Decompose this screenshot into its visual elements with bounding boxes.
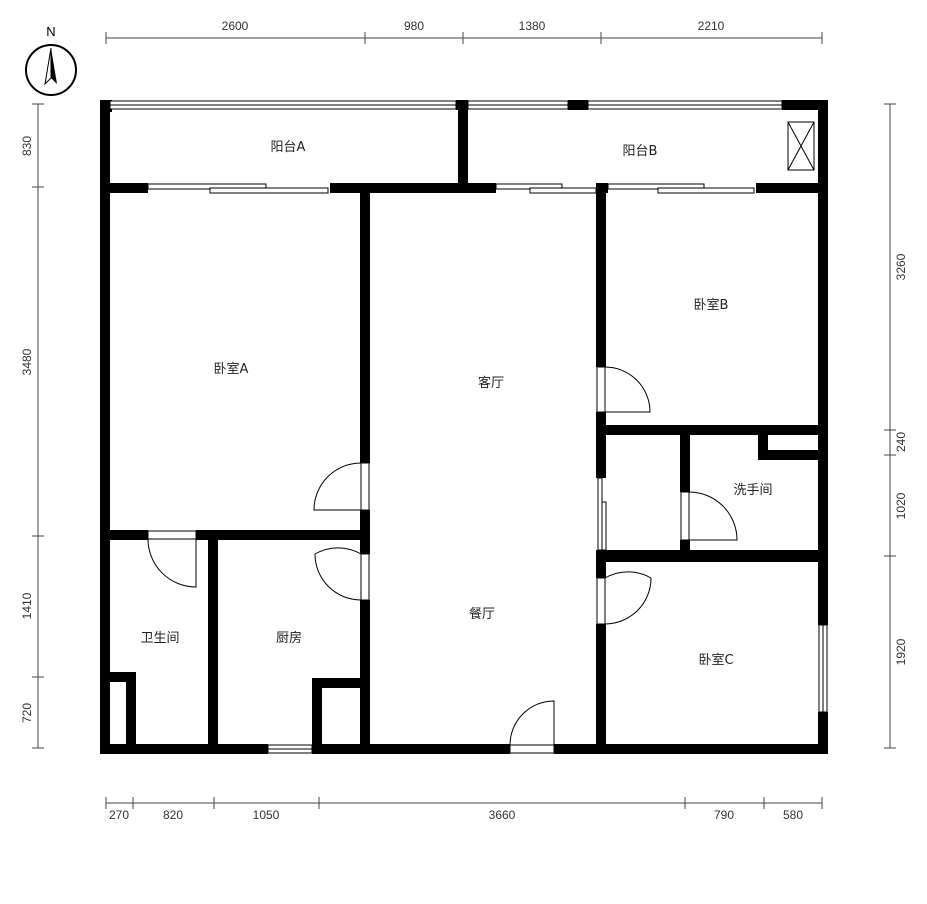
dim-top-3: 1380 xyxy=(519,19,546,33)
wall-bedroom-a-bottom-1 xyxy=(100,530,148,540)
door-kitchen-icon xyxy=(314,547,370,601)
wall-bath-kitchen xyxy=(208,530,218,754)
wall-top-mid2 xyxy=(568,100,588,110)
dim-bottom-4: 3660 xyxy=(489,808,516,822)
room-dining-room: 餐厅 xyxy=(469,606,495,622)
door-washroom-icon xyxy=(680,491,738,541)
wall-bath-shaft-top xyxy=(100,672,136,682)
room-labels: 阳台A 阳台B 卧室A 客厅 卧室B 洗手间 卫生间 厨房 餐厅 卧室C xyxy=(140,140,772,668)
sliding-door-c-1 xyxy=(607,183,705,190)
wall-bedroom-b-left-2 xyxy=(596,412,606,478)
doors xyxy=(147,366,738,754)
windows xyxy=(109,100,828,754)
wall-living-left-1 xyxy=(360,183,370,463)
room-kitchen: 厨房 xyxy=(276,630,302,646)
room-living-room: 客厅 xyxy=(478,375,504,391)
room-balcony-b: 阳台B xyxy=(623,144,658,159)
wall-bedroom-c-left-2 xyxy=(596,624,606,754)
sliding-door-a-2 xyxy=(209,187,329,194)
dimension-right: 3260 240 1020 1920 xyxy=(884,103,908,749)
dim-left-3: 1410 xyxy=(20,592,34,619)
wall-top-right xyxy=(782,100,828,110)
north-arrow-outline xyxy=(44,47,52,86)
dim-top-1: 2600 xyxy=(222,19,249,33)
wall-bottom-3 xyxy=(554,744,828,754)
wall-right-upper xyxy=(818,100,828,625)
door-bedroom-a-icon xyxy=(313,462,370,511)
sliding-door-corridor-1 xyxy=(597,477,603,551)
room-balcony-a: 阳台A xyxy=(271,140,306,155)
wall-bath-shaft-side xyxy=(126,672,136,754)
dim-top-4: 2210 xyxy=(698,19,725,33)
wall-washroom-bottom xyxy=(596,550,828,562)
wall-shaft-left xyxy=(758,425,768,459)
dim-bottom-1: 270 xyxy=(109,808,129,822)
wall-bedroom-c-left-1 xyxy=(596,552,606,578)
door-bedroom-c-icon xyxy=(596,571,652,625)
north-arrow-icon xyxy=(51,48,57,84)
wall-bottom-2 xyxy=(312,744,510,754)
wall-bottom-1 xyxy=(100,744,268,754)
wall-balcony-a-left xyxy=(100,183,148,193)
dim-top-2: 980 xyxy=(404,19,424,33)
wall-kitchen-shaft-side xyxy=(312,678,322,754)
dim-right-4: 1920 xyxy=(894,638,908,665)
room-bedroom-b: 卧室B xyxy=(694,297,729,313)
wall-bedroom-b-left-1 xyxy=(596,183,606,367)
sliding-door-a-1 xyxy=(147,183,267,190)
door-entrance-icon xyxy=(509,700,555,754)
dim-right-1: 3260 xyxy=(894,253,908,280)
room-bedroom-a: 卧室A xyxy=(214,361,249,377)
dim-left-2: 3480 xyxy=(20,348,34,375)
wall-kitchen-shaft-top xyxy=(312,678,370,688)
sliding-door-c-2 xyxy=(657,187,755,194)
wall-bedroom-b-bottom xyxy=(596,425,828,435)
door-bathroom-icon xyxy=(147,530,197,588)
wall-shaft-bottom xyxy=(758,450,828,460)
wall-living-left-3 xyxy=(360,600,370,754)
dim-bottom-3: 1050 xyxy=(253,808,280,822)
wall-balcony-b-right xyxy=(756,183,828,193)
vent-shaft-icon xyxy=(787,121,815,171)
sliding-door-corridor-2 xyxy=(601,501,607,551)
wall-washroom-left-1 xyxy=(680,425,690,492)
sliding-door-b-2 xyxy=(529,187,597,194)
walls xyxy=(100,100,828,754)
dim-bottom-5: 790 xyxy=(714,808,734,822)
wall-balcony-a-right xyxy=(330,183,496,193)
room-bathroom: 卫生间 xyxy=(140,631,179,646)
room-washroom: 洗手间 xyxy=(733,483,772,498)
dimension-bottom: 270 820 1050 3660 790 580 xyxy=(105,797,823,822)
room-bedroom-c: 卧室C xyxy=(698,652,733,668)
compass: N xyxy=(25,24,77,96)
dim-right-3: 1020 xyxy=(894,492,908,519)
dimension-left: 830 3480 1410 720 xyxy=(20,103,44,749)
wall-balcony-divider xyxy=(458,100,468,192)
wall-bedroom-a-bottom-2 xyxy=(196,530,370,540)
dim-left-1: 830 xyxy=(20,136,34,156)
north-label: N xyxy=(46,24,55,39)
dim-bottom-2: 820 xyxy=(163,808,183,822)
wall-right-lower xyxy=(818,712,828,754)
sliding-door-b-1 xyxy=(495,183,563,190)
dimension-top: 2600 980 1380 2210 xyxy=(105,19,823,44)
door-bedroom-b-icon xyxy=(596,366,651,413)
dim-right-2: 240 xyxy=(894,432,908,452)
dim-bottom-6: 580 xyxy=(783,808,803,822)
dim-left-4: 720 xyxy=(20,703,34,723)
wall-left xyxy=(100,100,110,754)
